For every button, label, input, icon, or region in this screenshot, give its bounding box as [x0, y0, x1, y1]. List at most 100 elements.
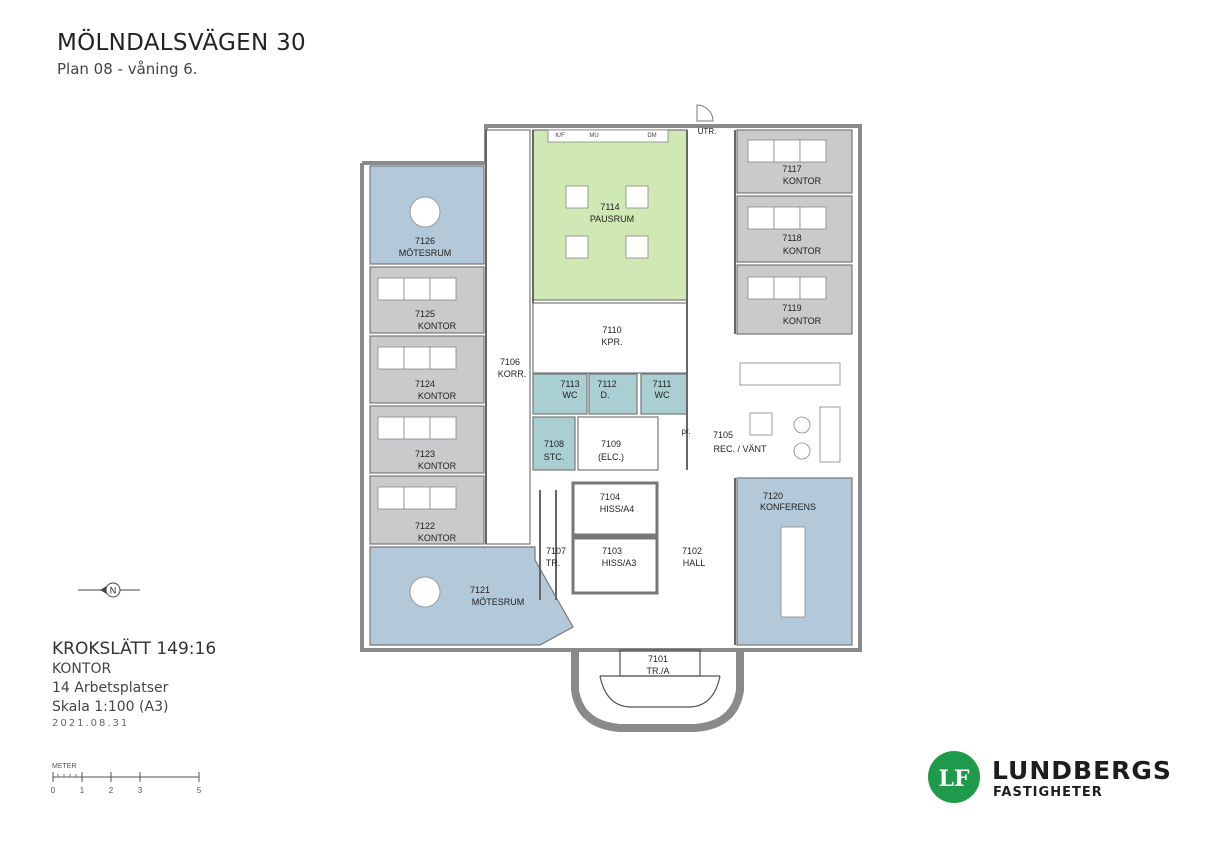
svg-text:0: 0 — [51, 786, 56, 795]
svg-text:KONTOR: KONTOR — [783, 246, 822, 256]
scale-bar: METER 0 1 2 3 5 — [51, 763, 202, 795]
svg-text:HISS/A4: HISS/A4 — [600, 504, 635, 514]
svg-text:HISS/A3: HISS/A3 — [602, 558, 637, 568]
svg-text:WC: WC — [563, 390, 578, 400]
svg-text:KONTOR: KONTOR — [418, 461, 457, 471]
svg-text:7117: 7117 — [782, 164, 801, 174]
svg-text:3: 3 — [138, 786, 143, 795]
room-7109: 7109(ELC.) — [598, 439, 624, 462]
room-7103-area[interactable] — [571, 536, 659, 595]
svg-text:KONTOR: KONTOR — [783, 316, 822, 326]
svg-text:7103: 7103 — [602, 546, 622, 556]
fixture-utr: UTR. — [698, 127, 717, 136]
svg-text:KONFERENS: KONFERENS — [760, 502, 816, 512]
room-7110-area[interactable] — [532, 302, 688, 374]
fixture-kf: K/F — [555, 133, 565, 139]
svg-text:KONTOR: KONTOR — [418, 321, 457, 331]
svg-text:7121: 7121 — [470, 585, 490, 595]
room-7106-area[interactable] — [485, 129, 531, 545]
svg-text:7118: 7118 — [782, 233, 801, 243]
logo-name: LUNDBERGS — [992, 756, 1172, 785]
room-7113-area[interactable] — [532, 373, 588, 415]
svg-text:7122: 7122 — [415, 521, 435, 531]
svg-text:7125: 7125 — [415, 309, 435, 319]
svg-text:7112: 7112 — [597, 379, 616, 389]
fixture-pr: pr. — [682, 427, 691, 436]
svg-text:7107: 7107 — [546, 546, 566, 556]
svg-text:7111: 7111 — [653, 379, 672, 389]
room-7119-area[interactable] — [736, 264, 853, 335]
fixture-dm: DM — [647, 133, 656, 139]
svg-text:KPR.: KPR. — [601, 337, 622, 347]
svg-text:HALL: HALL — [683, 558, 706, 568]
svg-text:7124: 7124 — [415, 379, 435, 389]
scale-bar-label: METER — [52, 763, 77, 770]
drawing-date: 2021.08.31 — [52, 718, 130, 729]
fixture-labels: K/F MU DM pr. UTR. — [555, 127, 716, 436]
page-title: MÖLNDALSVÄGEN 30 — [57, 30, 306, 56]
entrance-bay — [571, 649, 744, 732]
workplace-count: 14 Arbetsplatser — [52, 680, 169, 696]
room-7111-area[interactable] — [640, 373, 688, 415]
compass-label: N — [110, 586, 117, 596]
interior-walls — [485, 130, 736, 645]
room-7104-area[interactable] — [571, 481, 659, 537]
property-designation: KROKSLÄTT 149:16 — [52, 639, 217, 659]
room-7108-area[interactable] — [532, 416, 576, 471]
svg-text:7114: 7114 — [600, 202, 619, 212]
svg-text:MÖTESRUM: MÖTESRUM — [472, 597, 525, 607]
svg-text:TR./A: TR./A — [646, 666, 669, 676]
svg-text:KONTOR: KONTOR — [418, 533, 457, 543]
svg-text:7120: 7120 — [763, 491, 783, 501]
svg-text:7105: 7105 — [713, 430, 733, 440]
svg-text:2: 2 — [109, 786, 114, 795]
svg-text:WC: WC — [655, 390, 670, 400]
svg-text:1: 1 — [80, 786, 85, 795]
room-7109-area[interactable] — [577, 416, 659, 471]
svg-text:7113: 7113 — [560, 379, 579, 389]
svg-text:KORR.: KORR. — [498, 369, 527, 379]
svg-text:7101: 7101 — [648, 654, 668, 664]
page-subtitle: Plan 08 - våning 6. — [57, 60, 198, 78]
logo-mark-icon: LF — [928, 751, 980, 803]
svg-text:MÖTESRUM: MÖTESRUM — [399, 248, 452, 258]
svg-text:7104: 7104 — [600, 492, 620, 502]
fixture-mu: MU — [589, 133, 598, 139]
room-7112-area[interactable] — [588, 373, 638, 415]
svg-text:7108: 7108 — [544, 439, 564, 449]
property-info: KROKSLÄTT 149:16 KONTOR 14 Arbetsplatser… — [52, 638, 216, 729]
svg-text:KONTOR: KONTOR — [418, 391, 457, 401]
svg-text:(ELC.): (ELC.) — [598, 452, 624, 462]
logo-subtitle: FASTIGHETER — [993, 785, 1103, 800]
room-7121-area[interactable] — [369, 546, 574, 646]
svg-text:5: 5 — [197, 786, 202, 795]
svg-text:REC. / VÄNT: REC. / VÄNT — [713, 444, 767, 454]
svg-text:7102: 7102 — [682, 546, 702, 556]
svg-text:PAUSRUM: PAUSRUM — [590, 214, 634, 224]
office-furniture — [377, 129, 841, 618]
exit-door-icon — [696, 104, 714, 122]
svg-text:7110: 7110 — [602, 325, 621, 335]
logo-mark-text: LF — [938, 766, 969, 792]
